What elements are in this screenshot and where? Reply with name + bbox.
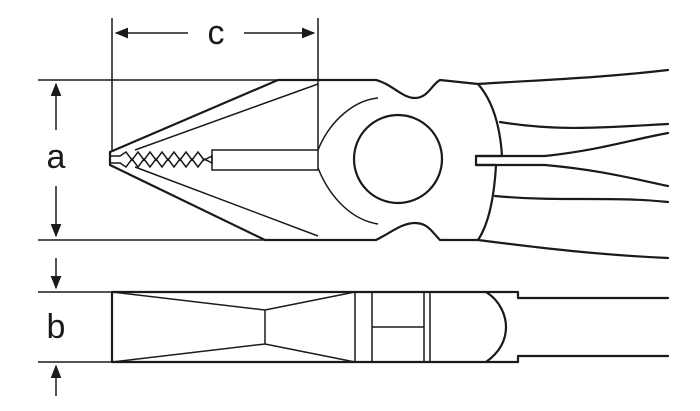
pivot-cavity (317, 97, 379, 225)
handle-split (474, 131, 670, 188)
side-handle (484, 290, 670, 364)
dimension-b: b (38, 258, 112, 396)
dimension-label-c: c (208, 14, 225, 52)
pivot-rivet (352, 113, 444, 205)
cutter-slot (211, 149, 319, 171)
dimension-label-b: b (47, 308, 66, 346)
jaw-teeth (109, 150, 213, 169)
dimension-a: a (38, 79, 278, 241)
lower-handle (476, 194, 670, 260)
side-joint (354, 292, 431, 362)
side-head (110, 290, 508, 364)
dimension-c: c (111, 14, 319, 150)
pliers-head (108, 78, 504, 242)
side-bevel (111, 291, 356, 363)
pliers-side-view (108, 68, 670, 260)
pliers-thickness-view (110, 290, 670, 364)
jaw-groove (134, 83, 319, 237)
upper-handle (476, 68, 670, 130)
dimension-label-a: a (47, 138, 66, 176)
